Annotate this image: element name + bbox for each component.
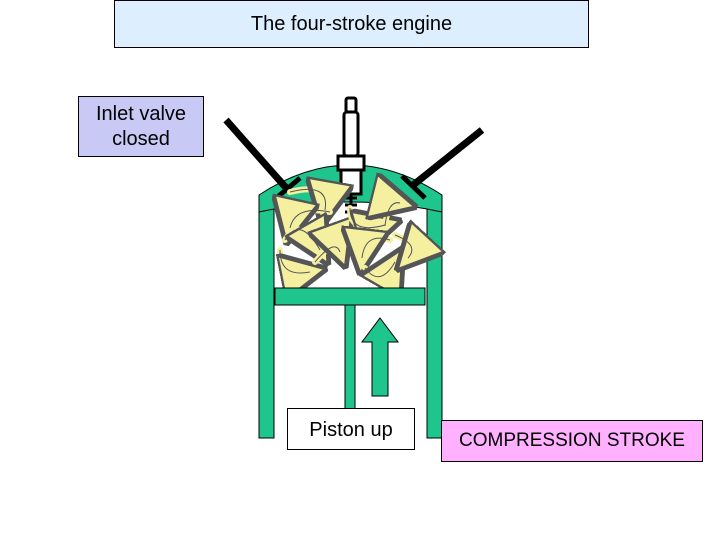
- swirl-arrow-2: [290, 210, 333, 228]
- piston-head: [274, 287, 426, 306]
- stroke-label-box: COMPRESSION STROKE: [441, 420, 703, 462]
- swirl-outlines: [279, 188, 413, 278]
- swirl-arrow-8: [362, 238, 393, 258]
- piston-label: Piston up: [309, 419, 393, 441]
- title-box: The four-stroke engine: [114, 0, 589, 48]
- piston-up-arrow-icon: [361, 317, 399, 397]
- spark-plug-icon: [336, 96, 366, 222]
- stroke-label: COMPRESSION STROKE: [459, 430, 685, 451]
- page-title: The four-stroke engine: [250, 12, 453, 35]
- inlet-valve-label: Inlet valve closed: [95, 102, 187, 150]
- piston-rod: [344, 304, 356, 416]
- cylinder-left-wall: [258, 204, 275, 439]
- inlet-valve-label-box: Inlet valve closed: [78, 96, 204, 157]
- exhaust-valve-stem: [409, 127, 485, 189]
- piston-label-box: Piston up: [287, 408, 415, 450]
- inlet-valve-stem: [223, 117, 291, 193]
- swirl-arrow-4: [280, 247, 310, 273]
- cylinder-right-wall: [426, 204, 443, 439]
- swirl-arrow-10: [392, 235, 412, 258]
